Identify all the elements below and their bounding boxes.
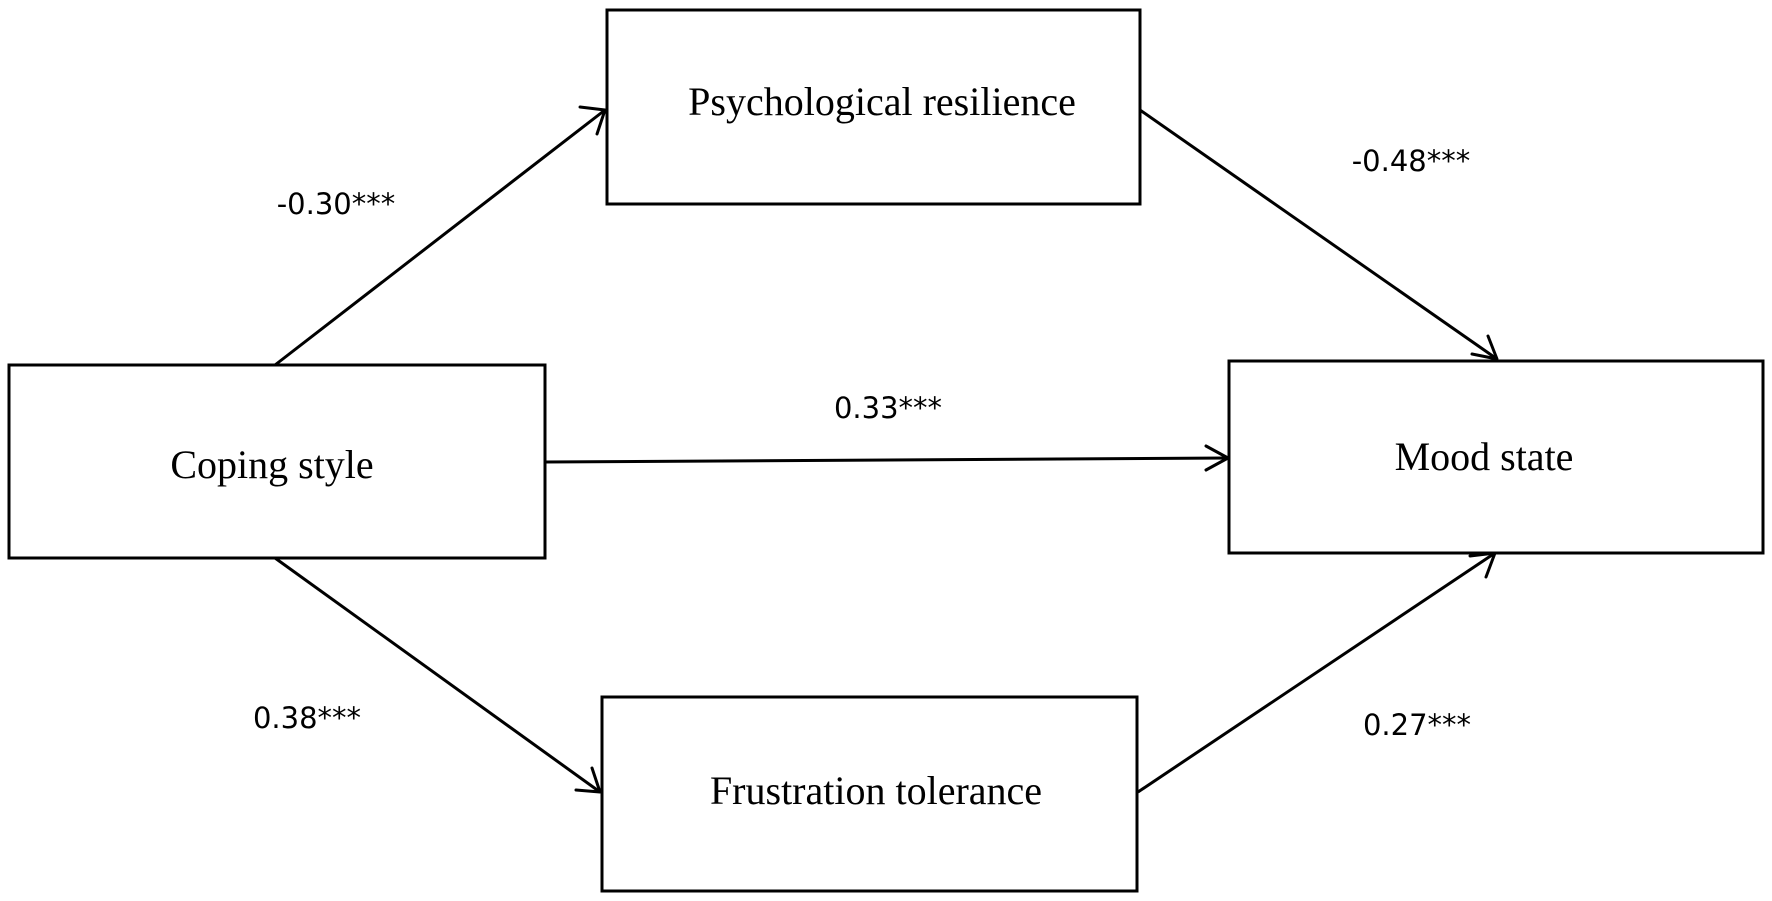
coefficient-frustration-to-mood: 0.27*** <box>1363 708 1471 742</box>
coefficient-resilience-to-mood: -0.48*** <box>1352 144 1471 178</box>
edge-line <box>544 456 1229 464</box>
node-label: Coping style <box>170 442 373 487</box>
path-resilience-to-mood <box>1139 108 1499 361</box>
node-label: Psychological resilience <box>688 79 1076 124</box>
edge-line <box>274 108 606 367</box>
coefficient-coping-to-resilience: -0.30*** <box>277 187 396 221</box>
node-frustration-tolerance: Frustration tolerance <box>600 695 1139 893</box>
node-psychological-resilience: Psychological resilience <box>605 8 1142 206</box>
path-frustration-to-mood <box>1137 551 1497 794</box>
edge-line <box>1139 108 1498 361</box>
node-coping-style: Coping style <box>7 363 547 560</box>
path-coping-to-resilience <box>274 105 607 367</box>
arrow-head <box>578 105 607 136</box>
node-box <box>600 695 1139 893</box>
coefficient-coping-to-frustration: 0.38*** <box>253 701 361 735</box>
coefficient-coping-to-mood: 0.33*** <box>834 391 942 425</box>
node-box <box>7 363 547 560</box>
node-label: Frustration tolerance <box>710 768 1042 813</box>
node-label: Mood state <box>1395 434 1574 479</box>
arrow-head <box>574 766 602 794</box>
edge-line <box>1137 551 1496 794</box>
path-coping-to-frustration <box>274 556 602 794</box>
edge-line <box>274 556 601 794</box>
node-box <box>605 8 1142 206</box>
path-coping-to-mood <box>544 444 1230 472</box>
node-mood-state: Mood state <box>1227 359 1765 555</box>
arrow-head <box>1470 334 1499 361</box>
node-box <box>1227 359 1765 555</box>
